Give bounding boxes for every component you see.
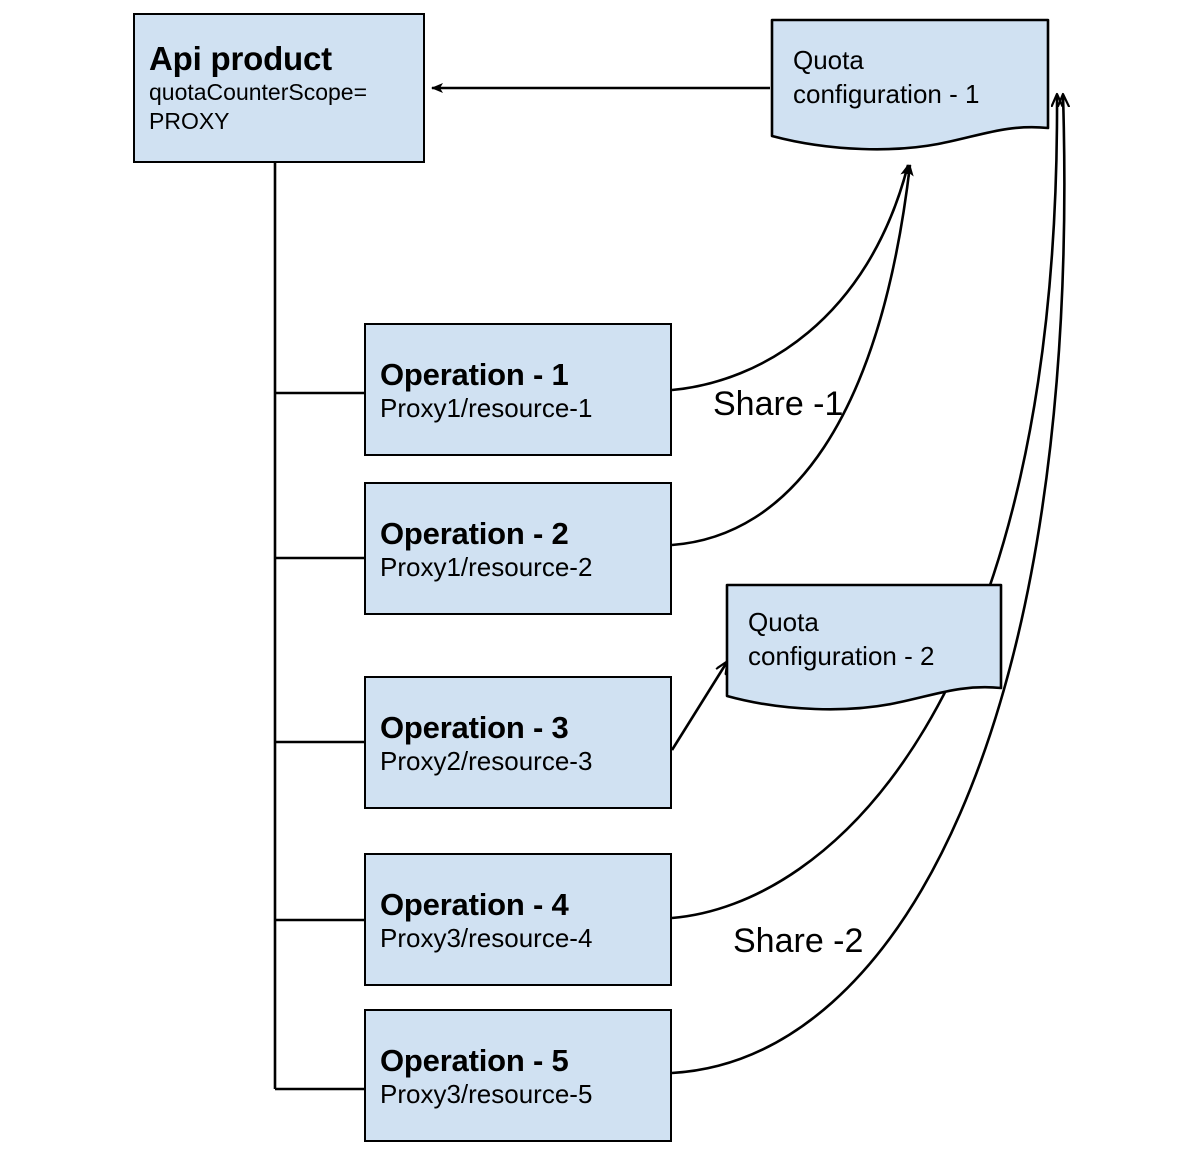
node-quota-configuration-1[interactable]: Quota configuration - 1	[770, 18, 1052, 158]
quota-configuration-2-line2: configuration - 2	[748, 641, 935, 671]
node-operation-1[interactable]: Operation - 1 Proxy1/resource-1	[364, 323, 672, 456]
operation-4-path: Proxy3/resource-4	[380, 922, 593, 953]
quota-configuration-1-shape	[770, 18, 1050, 151]
edge-op3-to-quota2	[670, 662, 727, 751]
edge-label-share-2: Share -2	[733, 922, 864, 960]
operation-1-title: Operation - 1	[380, 357, 569, 392]
node-api-product[interactable]: Api product quotaCounterScope= PROXY	[133, 13, 425, 163]
operation-3-path: Proxy2/resource-3	[380, 745, 593, 776]
operation-3-title: Operation - 3	[380, 710, 569, 745]
node-operation-2[interactable]: Operation - 2 Proxy1/resource-2	[364, 482, 672, 615]
api-product-title: Api product	[149, 40, 332, 77]
edge-product-trunk	[273, 163, 365, 1091]
edge-share-1	[671, 164, 914, 547]
operation-1-path: Proxy1/resource-1	[380, 392, 593, 423]
quota-configuration-2-line1: Quota	[748, 607, 819, 637]
operation-5-title: Operation - 5	[380, 1043, 569, 1078]
node-quota-configuration-2[interactable]: Quota configuration - 2	[725, 583, 1005, 718]
operation-5-path: Proxy3/resource-5	[380, 1078, 593, 1109]
operation-2-title: Operation - 2	[380, 516, 569, 551]
quota-configuration-2-shape	[725, 583, 1003, 711]
node-operation-3[interactable]: Operation - 3 Proxy2/resource-3	[364, 676, 672, 809]
api-product-attribute-value: PROXY	[149, 107, 230, 134]
api-product-attribute: quotaCounterScope=	[149, 78, 368, 105]
operation-2-path: Proxy1/resource-2	[380, 551, 593, 582]
quota-configuration-1-line2: configuration - 1	[793, 79, 980, 109]
edge-label-share-1: Share -1	[713, 385, 844, 423]
node-operation-5[interactable]: Operation - 5 Proxy3/resource-5	[364, 1009, 672, 1142]
quota-configuration-1-line1: Quota	[793, 45, 864, 75]
operation-4-title: Operation - 4	[380, 887, 569, 922]
node-operation-4[interactable]: Operation - 4 Proxy3/resource-4	[364, 853, 672, 986]
